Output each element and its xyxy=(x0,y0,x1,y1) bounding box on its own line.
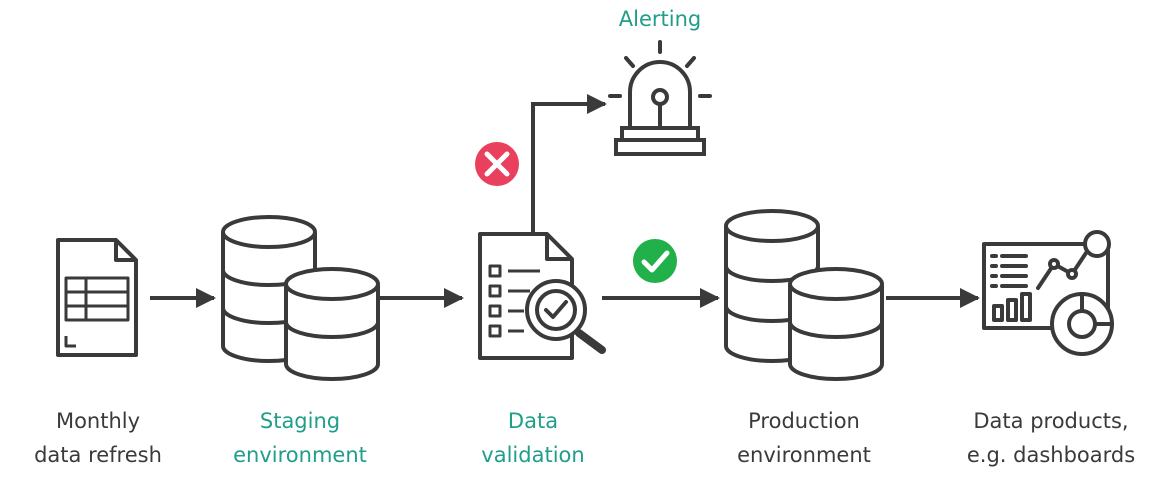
label-line: data refresh xyxy=(34,443,162,467)
label-line: Data products, xyxy=(973,409,1129,433)
alarm-siren-icon xyxy=(608,40,712,156)
fail-x-circle-icon xyxy=(475,142,519,186)
label-line: Monthly xyxy=(55,409,141,433)
label-alerting: Alerting xyxy=(618,7,702,31)
label-line: e.g. dashboards xyxy=(966,443,1136,467)
label-line: Production xyxy=(748,409,860,433)
arrow-validation-to-alerting xyxy=(531,94,607,232)
label-staging-environment: Staging environment xyxy=(190,404,410,472)
label-line: Data xyxy=(507,409,559,433)
label-monthly-data-refresh: Monthly data refresh xyxy=(0,404,196,472)
staging-database-icon xyxy=(221,215,380,381)
pass-check-circle-icon xyxy=(633,239,677,283)
label-production-environment: Production environment xyxy=(694,404,914,472)
label-line: validation xyxy=(481,443,585,467)
production-database-icon xyxy=(724,209,884,381)
label-line: environment xyxy=(233,443,367,467)
label-line: Staging xyxy=(259,409,341,433)
dashboard-icon xyxy=(982,230,1114,356)
label-data-validation: Data validation xyxy=(423,404,643,472)
label-line: environment xyxy=(737,443,871,467)
checklist-magnifier-icon xyxy=(478,232,606,360)
spreadsheet-icon xyxy=(56,238,138,357)
label-data-products: Data products, e.g. dashboards xyxy=(941,404,1161,472)
